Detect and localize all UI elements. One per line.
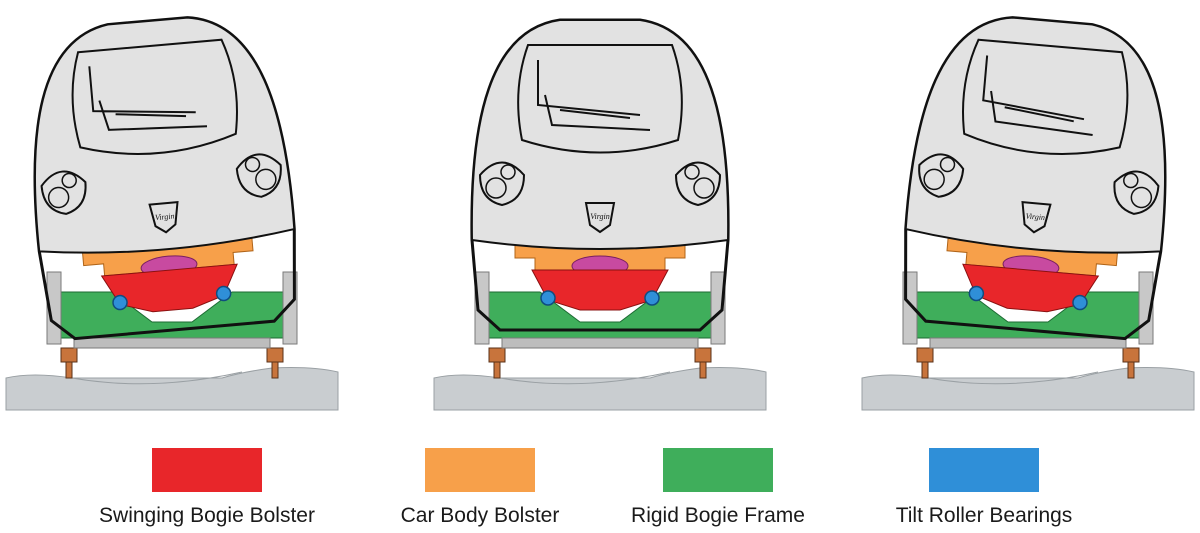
tilt-roller-bearing-left <box>112 294 128 311</box>
tilt-roller-bearing-right <box>644 290 660 306</box>
legend-item-car-body-bolster: Car Body Bolster <box>401 448 645 533</box>
track-bed <box>433 367 767 411</box>
virgin-logo-text: Virgin <box>155 211 175 222</box>
axle-beam <box>501 337 699 349</box>
track-bed-groove <box>927 371 1099 385</box>
headlamp-small <box>61 172 77 189</box>
axle-box-right <box>694 347 712 363</box>
headlamp-large <box>485 177 507 199</box>
virgin-logo-text: Virgin <box>1025 211 1045 222</box>
legend-item-swinging-bogie-bolster: Swinging Bogie Bolster <box>99 448 372 533</box>
tilt-roller-bearing-right <box>1072 294 1088 311</box>
legend-swatch-car-body-bolster <box>425 448 535 492</box>
legend-item-rigid-bogie-frame: Rigid Bogie Frame <box>631 448 883 533</box>
track-bed <box>5 367 339 411</box>
headlamp-cluster-right <box>235 153 282 198</box>
axle-box-left <box>488 347 506 363</box>
legend-label-swinging-bogie-bolster: Swinging Bogie Bolster <box>99 504 315 527</box>
virgin-badge <box>148 201 179 234</box>
headlamp-cluster-left <box>918 153 965 198</box>
headlamp-large <box>923 168 945 191</box>
train-panel-tilt-right: Virgin <box>861 16 1195 411</box>
legend-swatch-rigid-bogie-frame <box>663 448 773 492</box>
windscreen-wipers <box>982 55 1093 136</box>
virgin-logo-text: Virgin <box>590 212 610 221</box>
headlamp-small <box>500 164 516 180</box>
headlamp-cluster-right <box>1113 170 1160 215</box>
tilt-roller-bearing-left <box>540 290 556 306</box>
axle-beam <box>929 337 1127 349</box>
wheel-axle-left <box>493 361 501 379</box>
wheel-axle-right <box>271 361 279 379</box>
headlamp-large <box>47 186 70 209</box>
legend-label-tilt-roller-bearings: Tilt Roller Bearings <box>895 504 1073 527</box>
headlamp-large <box>1130 186 1153 209</box>
headlamp-small <box>244 156 261 173</box>
headlamp-small <box>939 156 956 173</box>
tilt-roller-bearing-right <box>215 285 232 302</box>
headlamp-cluster-left <box>40 170 87 215</box>
track-bed-groove <box>499 371 671 385</box>
legend-item-tilt-roller-bearings: Tilt Roller Bearings <box>896 448 1149 533</box>
windscreen <box>517 44 683 154</box>
headlamp-large <box>693 177 715 199</box>
legend-label-rigid-bogie-frame: Rigid Bogie Frame <box>631 504 805 527</box>
track-bed <box>861 367 1195 411</box>
windscreen-wipers <box>88 66 208 131</box>
wheel-axle-left <box>65 361 73 379</box>
tilting-car-body: Virgin <box>33 16 296 341</box>
legend-label-car-body-bolster: Car Body Bolster <box>400 504 560 527</box>
tilting-car-body: Virgin <box>904 16 1167 341</box>
headlamp-large <box>255 168 277 191</box>
axle-box-left <box>60 347 78 363</box>
wheel-axle-left <box>921 361 929 379</box>
axle-beam <box>73 337 271 349</box>
wheel-axle-right <box>1127 361 1135 379</box>
headlamp-cluster-right <box>674 161 722 207</box>
bogie-side-plate-right <box>710 271 726 345</box>
wheel-axle-right <box>699 361 707 379</box>
track-bed-groove <box>71 371 243 385</box>
tilt-roller-bearing-left <box>968 285 985 302</box>
virgin-badge <box>584 202 616 234</box>
legend-swatch-swinging-bogie-bolster <box>152 448 262 492</box>
windscreen <box>962 38 1129 155</box>
train-panel-upright: Virgin <box>433 18 767 411</box>
bogie-side-plate-left <box>474 271 490 345</box>
axle-box-right <box>266 347 284 363</box>
windscreen <box>71 38 238 155</box>
train-panel-tilt-left: Virgin <box>5 16 339 411</box>
headlamp-small <box>1123 172 1139 189</box>
headlamp-cluster-left <box>478 161 526 207</box>
headlamp-small <box>684 164 700 180</box>
axle-box-right <box>1122 347 1140 363</box>
axle-box-left <box>916 347 934 363</box>
tilting-car-body: Virgin <box>470 18 730 332</box>
windscreen-wipers <box>537 60 651 131</box>
virgin-badge <box>1021 201 1052 234</box>
legend-swatch-tilt-roller-bearings <box>929 448 1039 492</box>
